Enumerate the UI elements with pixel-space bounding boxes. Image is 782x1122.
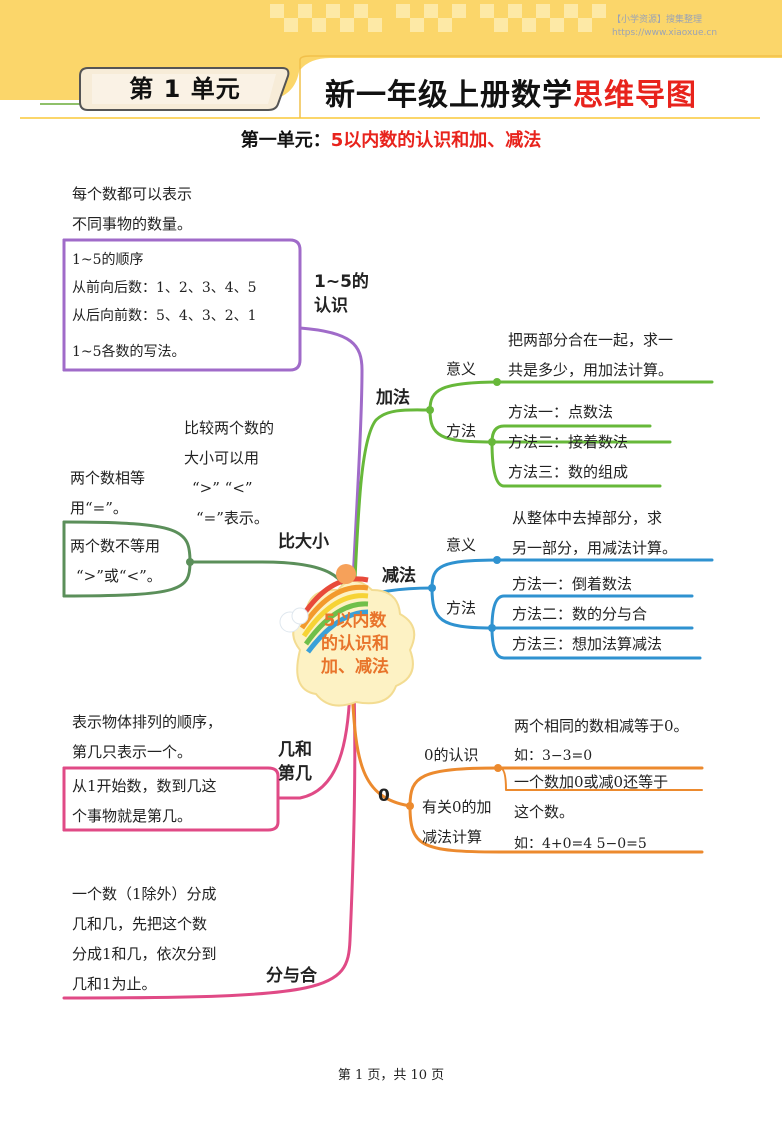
compare-equal-2: 用“=”。 [70,499,128,517]
center-line-2: 的认识和 [321,634,389,654]
zero-calc-2: 这个数。 [514,803,575,821]
branch-label-subtraction: 减法 [382,566,416,586]
recognize-intro-2: 不同事物的数量。 [72,215,193,233]
branch-line-zero [350,688,704,854]
subtraction-meaning-2: 另一部分，用减法计算。 [512,539,678,557]
page-number: 第 1 页，共 10 页 [337,1068,445,1083]
subtraction-method-1: 方法一：倒着数法 [512,575,633,593]
compose-text-2: 几和几，先把这个数 [72,915,208,933]
title-main: 新一年级上册数学 [325,78,573,113]
compose-text-3: 分成1和几，依次分到 [72,945,217,963]
ordinal-text-3: 从1开始数，数到几这 [72,777,217,795]
watermark-line1: 【小学资源】搜集整理 [612,15,703,25]
subtitle-highlight: 5以内数的认识和加、减法 [330,130,542,151]
recognize-writing: 1~5各数的写法。 [72,344,186,360]
ordinal-text-4: 个事物就是第几。 [72,807,193,825]
compare-unequal-2: “>”或“<”。 [76,567,162,585]
center-cloud [279,564,416,707]
center-line-3: 加、减法 [321,657,389,677]
zero-calc-label-1: 有关0的加 [422,798,492,816]
branch-line-recognize [62,238,364,602]
branch-label-ordinal: 几和第几 [278,740,312,784]
addition-meaning-1: 把两部分合在一起，求一 [508,331,674,349]
branch-label-recognize: 1~5的认识 [314,272,369,316]
branch-label-compose: 分与合 [266,966,317,986]
compare-intro-1: 比较两个数的 [184,419,275,437]
subtraction-method-2: 方法二：数的分与合 [512,605,648,623]
unit-label: 第 1 单元 [129,75,241,103]
branch-label-addition: 加法 [376,388,410,408]
center-line-1: 5以内数 [323,611,387,631]
center-topic: 5以内数 的认识和 加、减法 [300,610,410,679]
zero-know-1: 两个相同的数相减等于0。 [514,717,689,735]
title-highlight: 思维导图 [573,78,697,113]
zero-calc-label-2: 减法计算 [422,828,483,846]
subtraction-meaning-label: 意义 [446,536,477,554]
addition-meaning-2: 共是多少，用加法计算。 [508,361,674,379]
subtitle-prefix: 第一单元： [240,130,331,151]
branch-line-ordinal [62,688,352,832]
recognize-forward: 从前向后数：1、2、3、4、5 [72,280,257,296]
branch-label-zero: 0 [378,786,390,806]
zero-know-label: 0的认识 [424,746,479,764]
watermark-line2: https://www.xiaoxue.cn [612,28,718,38]
recognize-order-title: 1~5的顺序 [72,252,144,268]
subtraction-meaning-1: 从整体中去掉部分，求 [512,509,663,527]
zero-calc-3: 如：4+0=4 5−0=5 [514,836,647,852]
recognize-intro-1: 每个数都可以表示 [72,185,193,203]
watermark: 【小学资源】搜集整理 https://www.xiaoxue.cn [612,14,717,40]
branch-line-compose [62,688,357,1000]
zero-calc-1: 一个数加0或减0还等于 [514,773,669,791]
zero-know-2: 如：3−3=0 [514,748,593,764]
addition-method-2: 方法二：接着数法 [508,433,629,451]
unit-badge [79,67,290,111]
compare-intro-2: 大小可以用 [184,449,260,467]
subtraction-method-3: 方法三：想加法算减法 [512,635,663,653]
compose-text-4: 几和1为止。 [72,975,157,993]
compare-unequal-1: 两个数不等用 [70,537,161,555]
ordinal-text-1: 表示物体排列的顺序， [72,713,223,731]
compare-intro-3: “>” “<” [192,479,253,497]
page-title: 新一年级上册数学思维导图 [325,70,697,114]
ordinal-text-2: 第几只表示一个。 [72,743,193,761]
addition-method-1: 方法一：点数法 [508,403,614,421]
branch-label-compare: 比大小 [278,532,329,552]
recognize-backward: 从后向前数：5、4、3、2、1 [72,308,257,324]
compare-intro-4: “=”表示。 [196,509,269,527]
compare-equal-1: 两个数相等 [70,469,146,487]
addition-method-label: 方法 [446,422,477,440]
subtitle: 第一单元：5以内数的认识和加、减法 [0,126,782,152]
addition-meaning-label: 意义 [446,360,477,378]
compose-text-1: 一个数（1除外）分成 [72,885,217,903]
addition-method-3: 方法三：数的组成 [508,463,629,481]
subtraction-method-label: 方法 [446,599,477,617]
